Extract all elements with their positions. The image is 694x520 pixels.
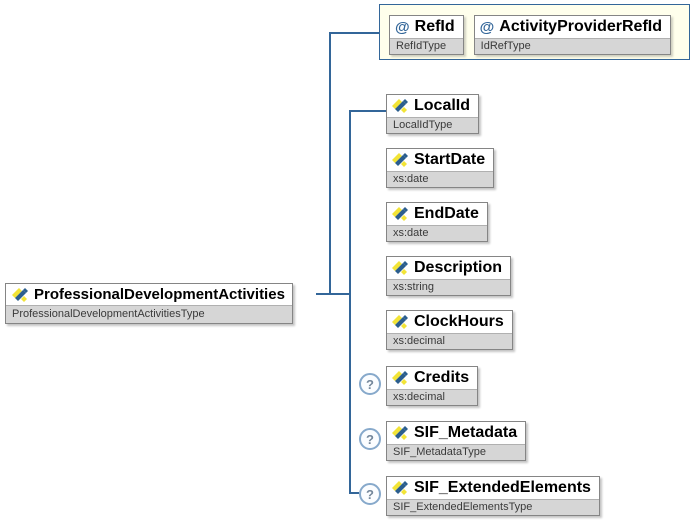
optional-indicator: ? bbox=[359, 373, 381, 395]
element-node[interactable]: ClockHours xs:decimal bbox=[386, 310, 513, 350]
element-icon bbox=[12, 287, 28, 302]
element-title-row: Description bbox=[387, 257, 510, 279]
connector-children-trunk bbox=[349, 110, 351, 494]
element-type: xs:decimal bbox=[387, 389, 478, 405]
element-icon bbox=[392, 261, 408, 275]
connector-attr-riser bbox=[329, 32, 331, 295]
element-title-row: SIF_ExtendedElements bbox=[387, 477, 599, 499]
element-type: xs:string bbox=[387, 279, 511, 295]
element-icon bbox=[392, 153, 408, 167]
element-label: ProfessionalDevelopmentActivities bbox=[34, 286, 285, 303]
element-node[interactable]: EndDate xs:date bbox=[386, 202, 488, 242]
element-node[interactable]: StartDate xs:date bbox=[386, 148, 495, 188]
element-icon bbox=[392, 315, 408, 329]
element-label: Credits bbox=[414, 369, 470, 386]
attribute-label: RefId bbox=[414, 18, 455, 35]
attribute-label: ActivityProviderRefId bbox=[499, 18, 662, 35]
optional-indicator: ? bbox=[359, 428, 381, 450]
attribute-at-icon: @ bbox=[395, 18, 410, 36]
element-icon bbox=[392, 371, 408, 385]
element-node[interactable]: ? SIF_Metadata SIF_MetadataType bbox=[359, 421, 527, 461]
element-title-row: SIF_Metadata bbox=[387, 422, 525, 444]
element-title-row: LocalId bbox=[387, 95, 478, 117]
element-label: ClockHours bbox=[414, 313, 504, 330]
attribute-type: IdRefType bbox=[474, 38, 670, 54]
element-type: SIF_ExtendedElementsType bbox=[387, 499, 599, 515]
element-label: SIF_ExtendedElements bbox=[414, 479, 591, 496]
element-label: EndDate bbox=[414, 205, 479, 222]
element-title-row: ClockHours bbox=[387, 311, 512, 333]
element-label: Description bbox=[414, 259, 503, 276]
attribute-title-row: @ RefId bbox=[390, 16, 463, 38]
root-title-row: ProfessionalDevelopmentActivities bbox=[6, 284, 292, 305]
attribute-title-row: @ ActivityProviderRefId bbox=[475, 16, 670, 38]
connector-root-feed bbox=[316, 293, 350, 295]
element-type: xs:date bbox=[387, 225, 487, 241]
connector-attr-top bbox=[329, 32, 380, 34]
element-type: ProfessionalDevelopmentActivitiesType bbox=[6, 305, 292, 323]
element-icon bbox=[392, 99, 408, 113]
element-node[interactable]: LocalId LocalIdType bbox=[386, 94, 480, 134]
element-title-row: Credits bbox=[387, 367, 477, 389]
attribute-group-box: @ RefId RefIdType @ ActivityProviderRefI… bbox=[379, 4, 690, 60]
element-icon bbox=[392, 426, 408, 440]
root-element-node[interactable]: ProfessionalDevelopmentActivities Profes… bbox=[5, 283, 293, 324]
element-node[interactable]: Description xs:string bbox=[386, 256, 512, 296]
element-title-row: EndDate bbox=[387, 203, 487, 225]
element-node[interactable]: ? SIF_ExtendedElements SIF_ExtendedEleme… bbox=[359, 476, 600, 516]
element-icon bbox=[392, 481, 408, 495]
element-node[interactable]: ? Credits xs:decimal bbox=[359, 366, 479, 406]
element-type: xs:date bbox=[387, 171, 494, 187]
connector-stub-last-child bbox=[349, 492, 359, 494]
element-label: SIF_Metadata bbox=[414, 424, 518, 441]
attribute-node[interactable]: @ RefId RefIdType bbox=[389, 15, 464, 55]
element-label: LocalId bbox=[414, 97, 471, 114]
element-type: xs:decimal bbox=[387, 333, 512, 349]
attribute-type: RefIdType bbox=[390, 38, 463, 54]
attribute-node[interactable]: @ ActivityProviderRefId IdRefType bbox=[473, 15, 671, 55]
element-label: StartDate bbox=[414, 151, 486, 168]
connector-stub-first-child bbox=[349, 110, 386, 112]
optional-indicator: ? bbox=[359, 483, 381, 505]
element-type: LocalIdType bbox=[387, 117, 479, 133]
element-title-row: StartDate bbox=[387, 149, 493, 171]
element-type: SIF_MetadataType bbox=[387, 444, 526, 460]
attribute-at-icon: @ bbox=[479, 18, 495, 36]
element-icon bbox=[392, 207, 408, 221]
